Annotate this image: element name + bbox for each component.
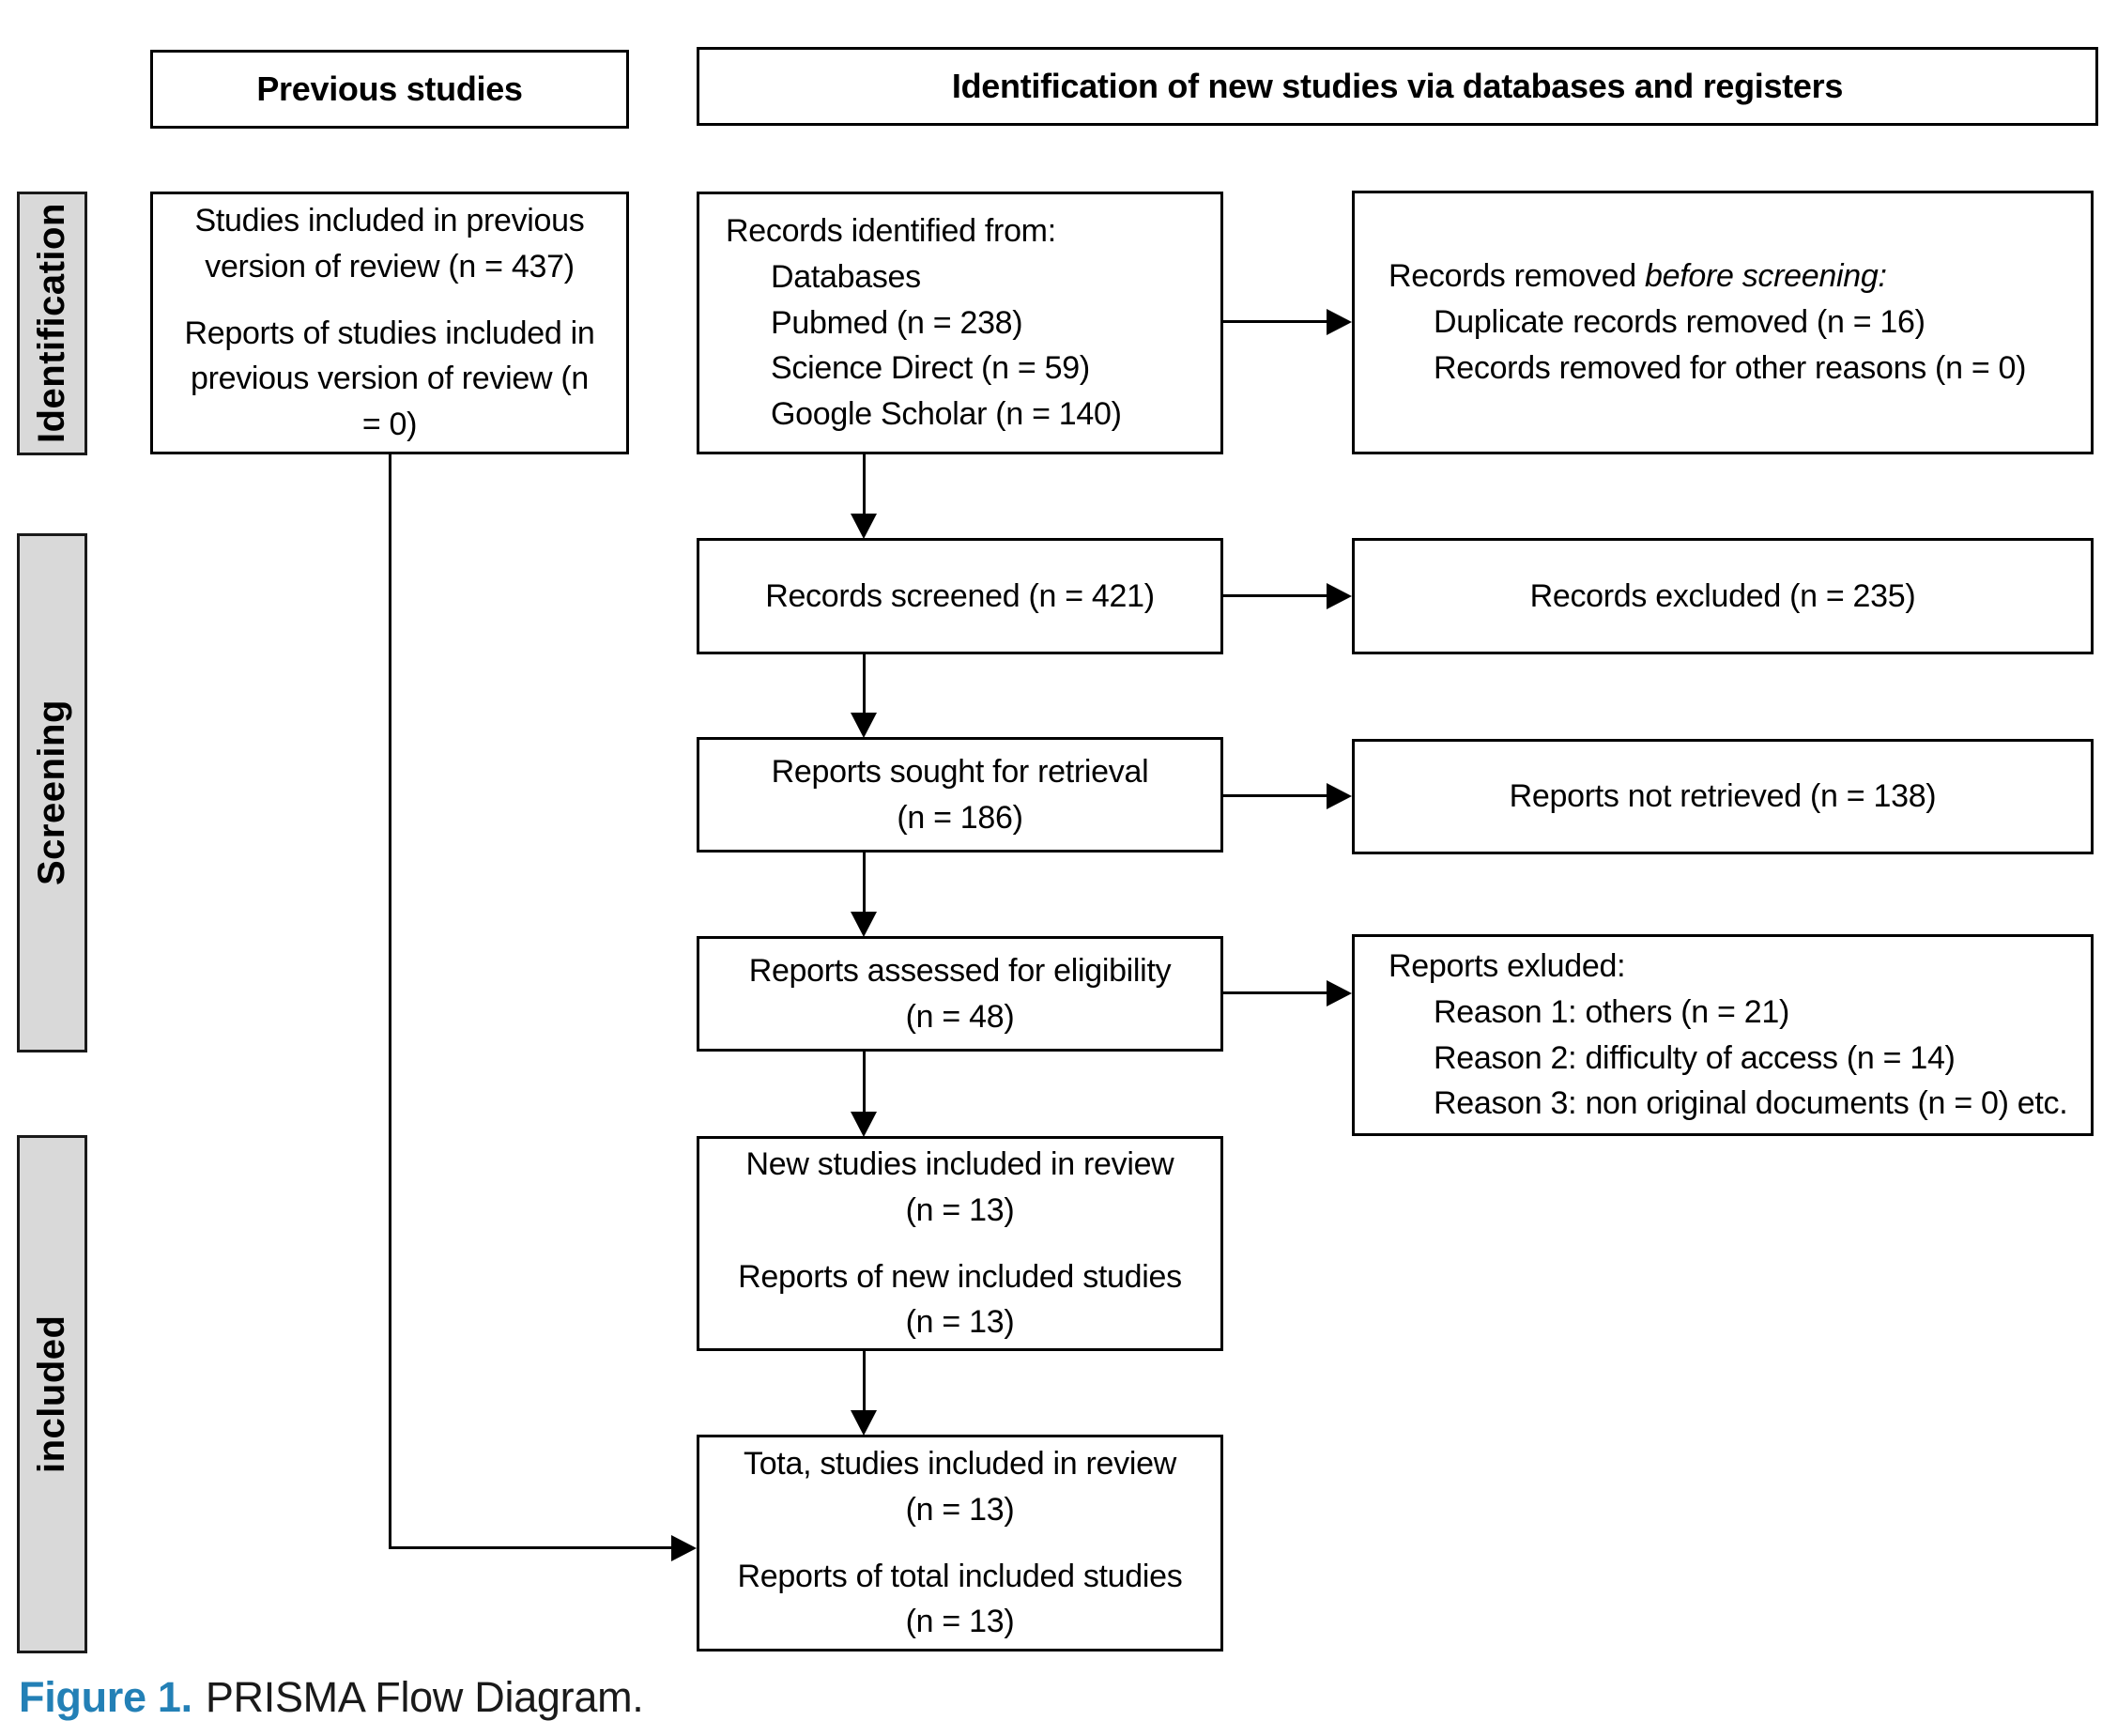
records-identified-item: Databases [771,258,921,295]
arrow-screened-to-sought-head [851,713,877,738]
arrow-identified-to-screened-line [863,454,866,515]
new-studies-line3: Reports of new included studies [738,1258,1182,1295]
records-removed-intro-italic: before screening: [1644,258,1887,295]
box-reports-assessed: Reports assessed for eligibility (n = 48… [697,936,1223,1052]
arrow-assessed-to-new-head [851,1112,877,1137]
reports-sought-line1: Reports sought for retrieval [771,753,1149,790]
arrow-sought-to-assessed-line [863,853,866,914]
previous-studies-header-label: Previous studies [256,69,523,108]
records-identified-intro: Records identified from: [726,212,1056,249]
arrow-sought-to-assessed-head [851,912,877,937]
arrow-identified-to-screened-head [851,514,877,539]
reports-assessed-line1: Reports assessed for eligibility [748,952,1172,989]
box-reports-excluded: Reports exluded: Reason 1: others (n = 2… [1352,934,2094,1136]
box-reports-sought: Reports sought for retrieval (n = 186) [697,737,1223,853]
arrow-screened-to-excluded-head [1327,583,1352,609]
total-studies-line3: Reports of total included studies [737,1558,1183,1594]
connector-previous-to-total-head [671,1535,697,1561]
new-studies-line2: (n = 13) [905,1191,1015,1228]
sidebar-screening: Screening [17,533,87,1052]
arrow-identified-to-removed-head [1327,309,1352,335]
box-records-removed: Records removed before screening: Duplic… [1352,191,2094,454]
total-studies-line4: (n = 13) [905,1604,1015,1640]
figure-caption: Figure 1. PRISMA Flow Diagram. [19,1673,644,1722]
records-removed-item: Duplicate records removed (n = 16) [1434,304,1926,341]
box-records-screened: Records screened (n = 421) [697,538,1223,654]
arrow-screened-to-sought-line [863,654,866,714]
records-identified-item: Google Scholar (n = 140) [771,396,1122,433]
connector-previous-to-total-horizontal [389,1546,674,1549]
arrow-new-to-total-head [851,1410,877,1436]
arrow-assessed-to-reportsexcluded-line [1223,991,1329,994]
identification-header-label: Identification of new studies via databa… [951,67,1844,105]
identification-header: Identification of new studies via databa… [697,47,2098,126]
reports-sought-line2: (n = 186) [897,799,1023,836]
records-identified-item: Pubmed (n = 238) [771,304,1023,341]
arrow-new-to-total-line [863,1351,866,1412]
arrow-assessed-to-reportsexcluded-head [1327,980,1352,1006]
reports-excluded-item: Reason 3: non original documents (n = 0)… [1434,1085,2068,1122]
arrow-sought-to-notretrieved-line [1223,794,1329,797]
sidebar-identification-label: Identification [31,203,72,444]
box-total-studies: Tota, studies included in review (n = 13… [697,1435,1223,1652]
sidebar-screening-label: Screening [31,699,72,886]
new-studies-line1: New studies included in review [745,1145,1174,1182]
records-removed-item: Records removed for other reasons (n = 0… [1434,349,2027,386]
figure-caption-text: PRISMA Flow Diagram. [205,1673,644,1721]
reports-excluded-item: Reason 1: others (n = 21) [1434,993,1790,1030]
previous-studies-header: Previous studies [150,50,629,129]
arrow-sought-to-notretrieved-head [1327,783,1352,809]
records-removed-intro: Records removed before screening: [1389,253,1887,300]
records-identified-item: Science Direct (n = 59) [771,350,1090,387]
previous-studies-para2: Reports of studies included in previous … [184,315,595,443]
reports-not-retrieved-label: Reports not retrieved (n = 138) [1509,778,1937,815]
box-records-identified: Records identified from: Databases Pubme… [697,192,1223,454]
arrow-identified-to-removed-line [1223,320,1329,323]
sidebar-included-label: included [31,1314,72,1474]
box-previous-studies: Studies included in previous version of … [150,192,629,454]
reports-excluded-intro: Reports exluded: [1389,947,1626,984]
reports-assessed-line2: (n = 48) [905,998,1015,1035]
sidebar-included: included [17,1135,87,1653]
arrow-screened-to-excluded-line [1223,594,1329,597]
records-removed-intro-plain: Records removed [1389,258,1645,295]
previous-studies-para1: Studies included in previous version of … [194,202,585,284]
box-records-excluded: Records excluded (n = 235) [1352,538,2094,654]
reports-excluded-item: Reason 2: difficulty of access (n = 14) [1434,1039,1956,1076]
connector-previous-to-total-vertical [389,454,391,1549]
records-excluded-label: Records excluded (n = 235) [1529,577,1916,614]
records-screened-label: Records screened (n = 421) [765,577,1155,614]
sidebar-identification: Identification [17,192,87,455]
new-studies-line4: (n = 13) [905,1304,1015,1341]
total-studies-line1: Tota, studies included in review [744,1445,1176,1482]
total-studies-line2: (n = 13) [905,1491,1015,1528]
arrow-assessed-to-new-line [863,1052,866,1114]
box-reports-not-retrieved: Reports not retrieved (n = 138) [1352,739,2094,854]
figure-caption-number: Figure 1. [19,1673,192,1721]
box-new-studies: New studies included in review (n = 13) … [697,1136,1223,1351]
